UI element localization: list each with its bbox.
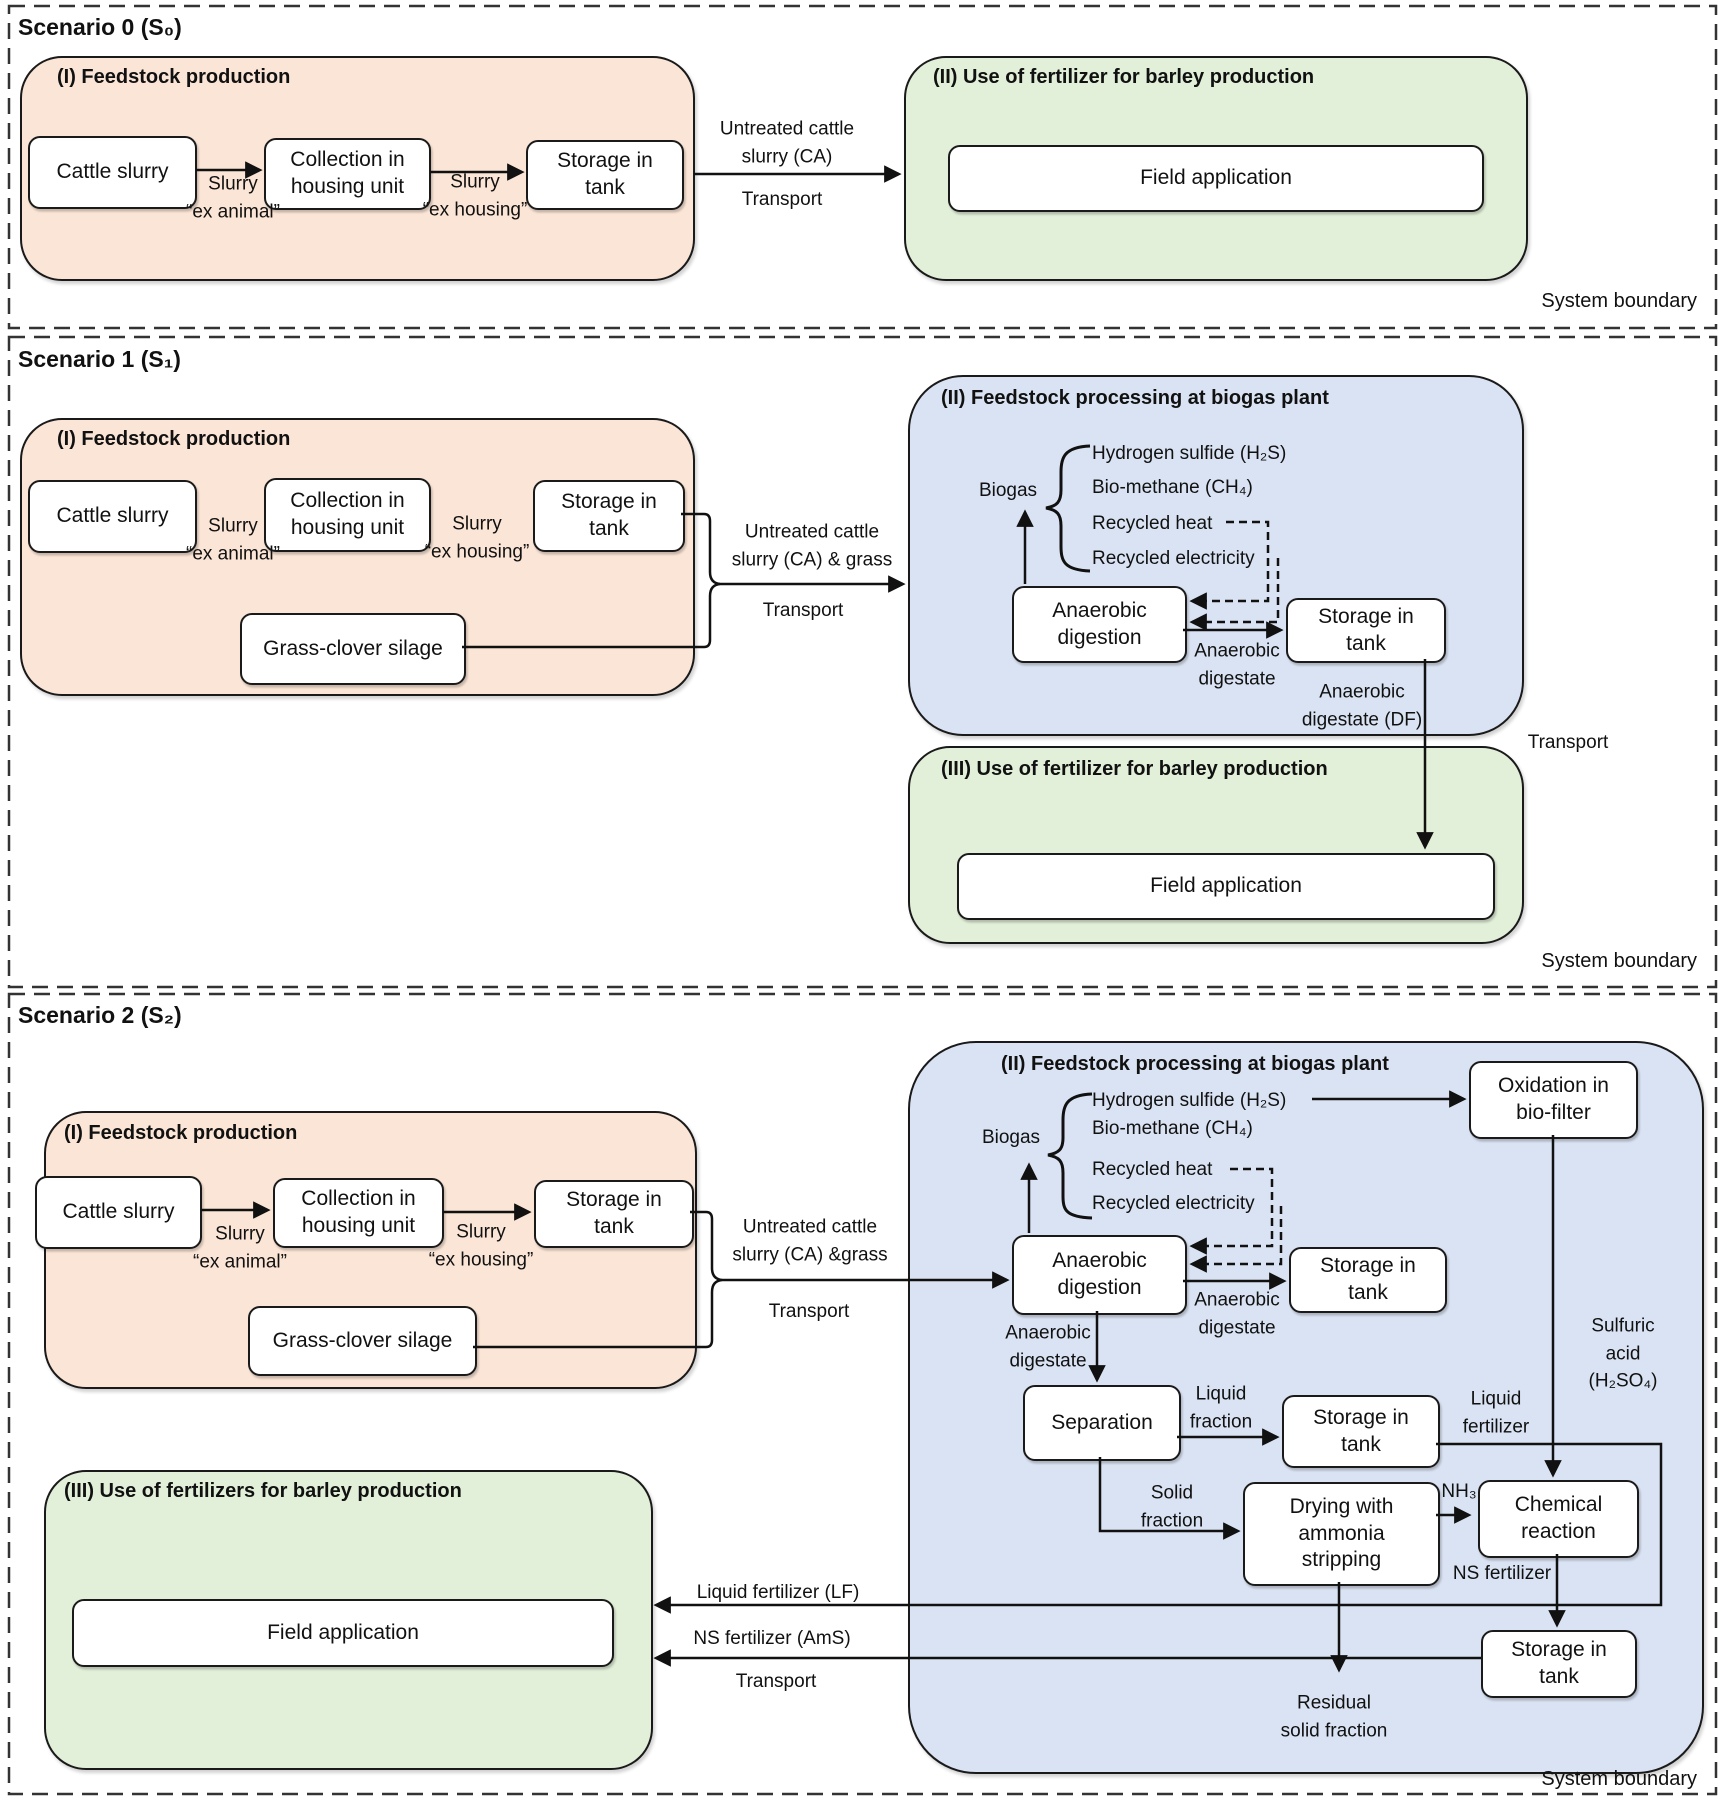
s2-biogas-label: Biogas [981,1127,1041,1149]
s2-flow-label-digestate-left: Anaerobic digestate [1005,1322,1091,1371]
s1-node-collection: Collection in housing unit [264,478,431,552]
s1-flow-label-anaerobic-digestate: Anaerobic digestate [1194,640,1280,689]
s2-node-anaerobic-digestion: Anaerobic digestion [1012,1235,1187,1315]
s1-node-field-application: Field application [957,853,1495,920]
s1-flow-label-anaerobic-digestate-df: Anaerobic digestate (DF) [1301,681,1423,730]
s2-feedstock-zone-title: (I) Feedstock production [64,1122,298,1144]
s2-node-digestate-storage-tank: Storage in tank [1289,1247,1447,1313]
s1-node-anaerobic-digestion: Anaerobic digestion [1012,586,1187,663]
s0-node-collection: Collection in housing unit [264,138,431,210]
s2-node-storage-tank: Storage in tank [534,1180,694,1248]
s0-flow-label-transport: Transport [741,189,823,211]
s1-flow-label-transport-in: Transport [762,600,844,622]
s1-recycled-heat-label: Recycled heat [1092,513,1213,534]
s2-biogas-zone-title: (II) Feedstock processing at biogas plan… [1001,1053,1389,1075]
s1-feedstock-zone-title: (I) Feedstock production [57,428,291,450]
s1-biogas-label: Biogas [978,480,1038,502]
s2-fertilizer-zone-title: (III) Use of fertilizers for barley prod… [64,1480,462,1502]
s2-flow-label-liquid-fraction: Liquid fraction [1189,1383,1253,1432]
s2-system-boundary-label: System boundary [1541,1768,1697,1790]
s2-node-cattle-slurry: Cattle slurry [35,1176,202,1249]
s2-flow-label-transport-out: Transport [735,1671,817,1693]
s1-flow-label-untreated-slurry: Untreated cattle slurry (CA) & grass [731,521,893,570]
s2-node-grass-clover: Grass-clover silage [248,1306,477,1376]
s2-flow-label-slurry-ex-animal: Slurry “ex animal” [193,1223,287,1272]
s2-flow-label-ns-fertilizer: NS fertilizer [1452,1563,1552,1585]
s2-flow-label-transport-in: Transport [768,1301,850,1323]
s2-flow-label-solid-fraction: Solid fraction [1140,1482,1204,1531]
s2-flow-label-liquid-fertilizer: Liquid fertilizer [1462,1388,1530,1437]
s2-flow-label-slurry-ex-housing: Slurry “ex housing” [428,1221,534,1270]
s1-node-digestate-storage-tank: Storage in tank [1286,598,1446,663]
s1-biogas-ch4-label: Bio-methane (CH₄) [1092,477,1253,498]
s1-node-cattle-slurry: Cattle slurry [28,480,197,553]
s2-flow-label-untreated-slurry: Untreated cattle slurry (CA) &grass [732,1216,888,1265]
s1-flow-label-transport-out: Transport [1527,732,1609,754]
s2-node-field-application: Field application [72,1599,614,1667]
scenario1-title: Scenario 1 (S₁) [18,346,181,372]
s0-feedstock-zone-title: (I) Feedstock production [57,66,291,88]
s2-flow-label-digestate-right: Anaerobic digestate [1194,1289,1280,1338]
s2-recycled-electricity-label: Recycled electricity [1092,1193,1255,1214]
s2-flow-label-ns-fertilizer-ams: NS fertilizer (AmS) [693,1628,851,1650]
s2-node-chemical-reaction: Chemical reaction [1478,1480,1639,1558]
s2-flow-label-nh3: NH₃ [1441,1481,1477,1503]
s0-fertilizer-zone-title: (II) Use of fertilizer for barley produc… [933,66,1315,88]
s0-flow-label-slurry-ex-animal: Slurry “ex animal” [186,173,280,222]
s0-node-storage-tank: Storage in tank [526,140,684,210]
s1-node-storage-tank: Storage in tank [533,480,685,552]
s1-system-boundary-label: System boundary [1541,950,1697,972]
scenario2-title: Scenario 2 (S₂) [18,1002,182,1028]
s1-recycled-electricity-label: Recycled electricity [1092,548,1255,569]
s2-flow-label-liquid-fertilizer-lf: Liquid fertilizer (LF) [696,1582,860,1604]
s2-recycled-heat-label: Recycled heat [1092,1159,1213,1180]
s1-flow-label-slurry-ex-housing: Slurry “ex housing” [424,513,530,562]
s2-flow-label-sulfuric-acid: Sulfuric acid (H₂SO₄) [1588,1315,1658,1392]
s2-node-liquid-storage-tank: Storage in tank [1282,1395,1440,1468]
s1-biogas-zone-title: (II) Feedstock processing at biogas plan… [941,387,1329,409]
s1-flow-label-slurry-ex-animal: Slurry “ex animal” [186,515,280,564]
s2-biogas-ch4-label: Bio-methane (CH₄) [1092,1118,1253,1139]
s0-flow-label-slurry-ex-housing: Slurry “ex housing” [422,171,528,220]
scenario0-title: Scenario 0 (S₀) [18,14,182,40]
s1-node-grass-clover: Grass-clover silage [240,613,466,685]
s0-node-field-application: Field application [948,145,1484,212]
s0-flow-label-untreated-slurry: Untreated cattle slurry (CA) [719,118,855,167]
s0-system-boundary-label: System boundary [1541,290,1697,312]
s2-node-ns-storage-tank: Storage in tank [1481,1630,1637,1698]
s2-flow-label-residual-solid: Residual solid fraction [1280,1692,1388,1741]
s2-node-oxidation-biofilter: Oxidation in bio-filter [1469,1061,1638,1139]
s1-fertilizer-zone-title: (III) Use of fertilizer for barley produ… [941,758,1328,780]
s2-biogas-h2s-label: Hydrogen sulfide (H₂S) [1092,1090,1287,1111]
s2-node-separation: Separation [1023,1385,1181,1461]
s1-biogas-h2s-label: Hydrogen sulfide (H₂S) [1092,443,1287,464]
s2-node-collection: Collection in housing unit [273,1178,444,1248]
s0-node-cattle-slurry: Cattle slurry [28,136,197,209]
s2-node-drying-ammonia-stripping: Drying with ammonia stripping [1243,1482,1440,1586]
